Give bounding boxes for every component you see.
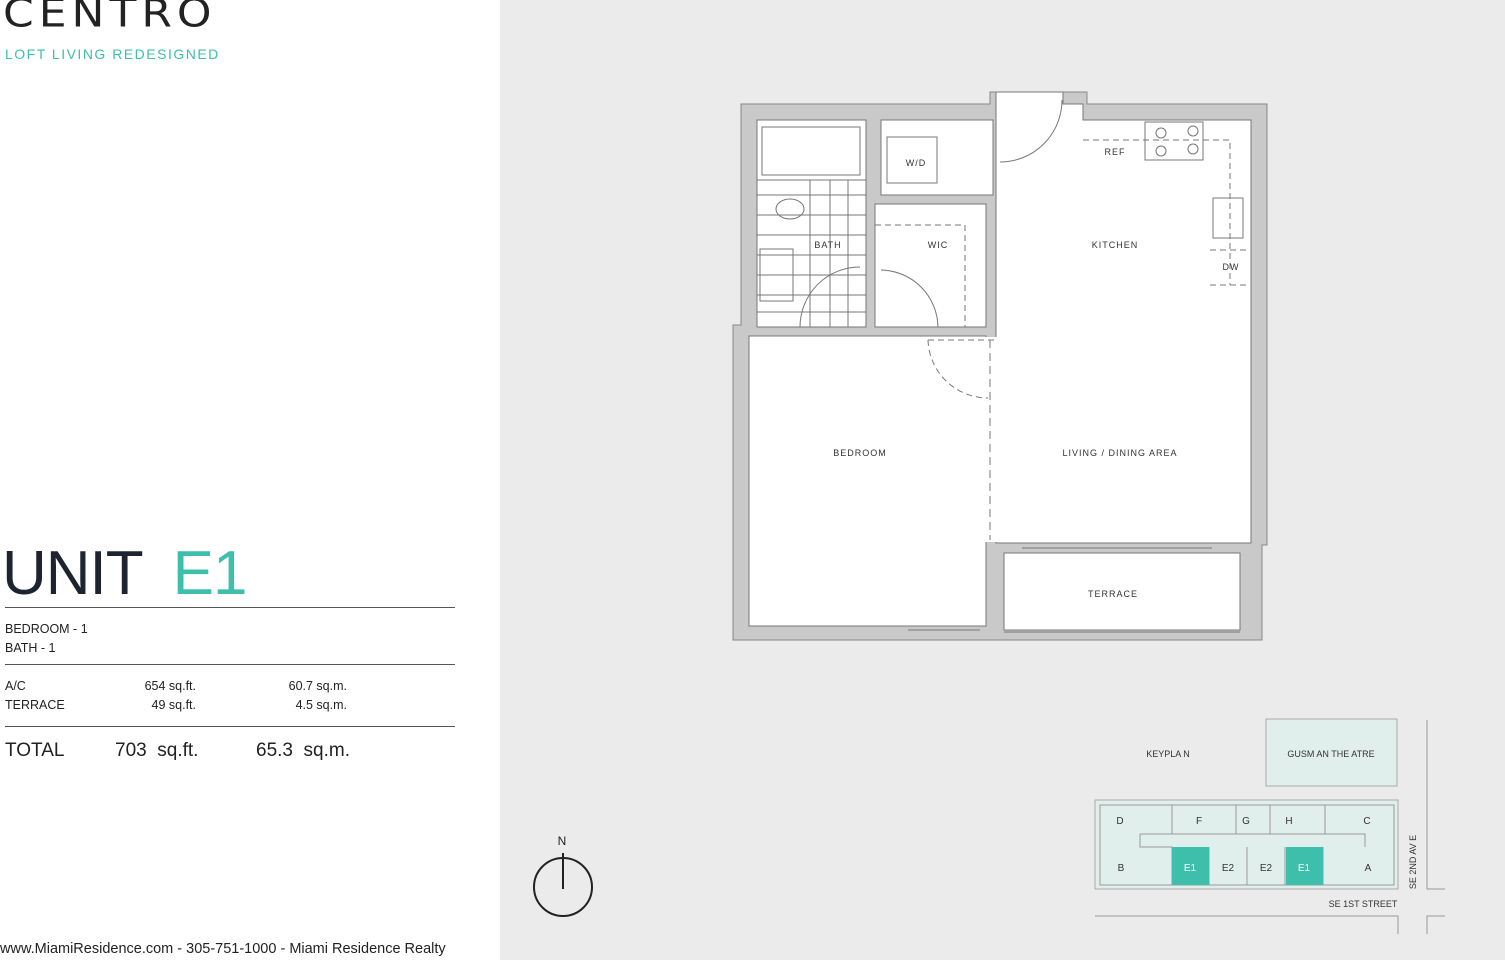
divider xyxy=(5,664,455,665)
keyplan-unit: A xyxy=(1365,863,1372,874)
keyplan-unit: E1 xyxy=(1184,863,1197,874)
area-sqm-terrace: 4.5 sq.m. xyxy=(295,698,347,712)
total-sqft: 703 sq.ft. xyxy=(115,740,199,761)
room-labels: BATH WIC W/D REF KITCHEN DW BEDROOM LIVI… xyxy=(814,147,1240,599)
footer-contact: www.MiamiResidence.com - 305-751-1000 - … xyxy=(0,941,446,957)
divider xyxy=(5,607,455,608)
unit-title: UNIT E1 xyxy=(2,538,247,609)
keyplan-unit: E2 xyxy=(1222,863,1235,874)
compass-north-label: N xyxy=(558,834,567,848)
unit-id: E1 xyxy=(172,539,248,608)
label-bath: BATH xyxy=(814,240,841,250)
keyplan-unit: H xyxy=(1285,816,1292,827)
label-terrace: TERRACE xyxy=(1088,589,1138,599)
keyplan-title: KEYPLA N xyxy=(1146,749,1190,759)
brand-tagline: LOFT LIVING REDESIGNED xyxy=(5,46,220,62)
keyplan-unit: C xyxy=(1363,816,1370,827)
label-dw: DW xyxy=(1223,262,1240,272)
keyplan: KEYPLA N GUSM AN THE ATRE D F G H C B E1… xyxy=(1094,718,1445,934)
label-ref: REF xyxy=(1105,147,1126,157)
keyplan-unit: E2 xyxy=(1260,863,1273,874)
keyplan-unit: D xyxy=(1116,816,1123,827)
fixtures xyxy=(757,99,1250,633)
total-label: TOTAL xyxy=(5,740,65,761)
keyplan-unit: B xyxy=(1118,863,1125,874)
keyplan-theatre: GUSM AN THE ATRE xyxy=(1287,749,1374,759)
label-wd: W/D xyxy=(906,158,927,168)
unit-prefix: UNIT xyxy=(2,539,144,608)
north-compass: N xyxy=(533,834,593,917)
street-east: SE 2ND AV E xyxy=(1408,835,1418,889)
bedroom-count: BEDROOM - 1 xyxy=(5,622,88,636)
label-living: LIVING / DINING AREA xyxy=(1062,448,1177,458)
area-sqft-ac: 654 sq.ft. xyxy=(144,679,196,693)
label-kitchen: KITCHEN xyxy=(1092,240,1139,250)
info-panel: CENTRO LOFT LIVING REDESIGNED UNIT E1 BED… xyxy=(0,0,500,960)
area-label-ac: A/C xyxy=(5,679,26,693)
divider xyxy=(5,726,455,727)
bath-count: BATH - 1 xyxy=(5,641,56,655)
keyplan-highlight-e1 xyxy=(1172,847,1209,885)
brand-logo: CENTRO xyxy=(3,0,217,37)
keyplan-highlight-e1 xyxy=(1286,847,1323,885)
keyplan-unit: G xyxy=(1242,816,1250,827)
keyplan-unit: E1 xyxy=(1298,863,1311,874)
area-sqft-terrace: 49 sq.ft. xyxy=(151,698,196,712)
label-bedroom: BEDROOM xyxy=(833,448,887,458)
area-label-terrace: TERRACE xyxy=(5,698,65,712)
total-sqm: 65.3 sq.m. xyxy=(256,740,350,761)
label-wic: WIC xyxy=(928,240,949,250)
area-sqm-ac: 60.7 sq.m. xyxy=(288,679,347,693)
keyplan-unit: F xyxy=(1196,816,1202,827)
street-south: SE 1ST STREET xyxy=(1329,899,1398,909)
